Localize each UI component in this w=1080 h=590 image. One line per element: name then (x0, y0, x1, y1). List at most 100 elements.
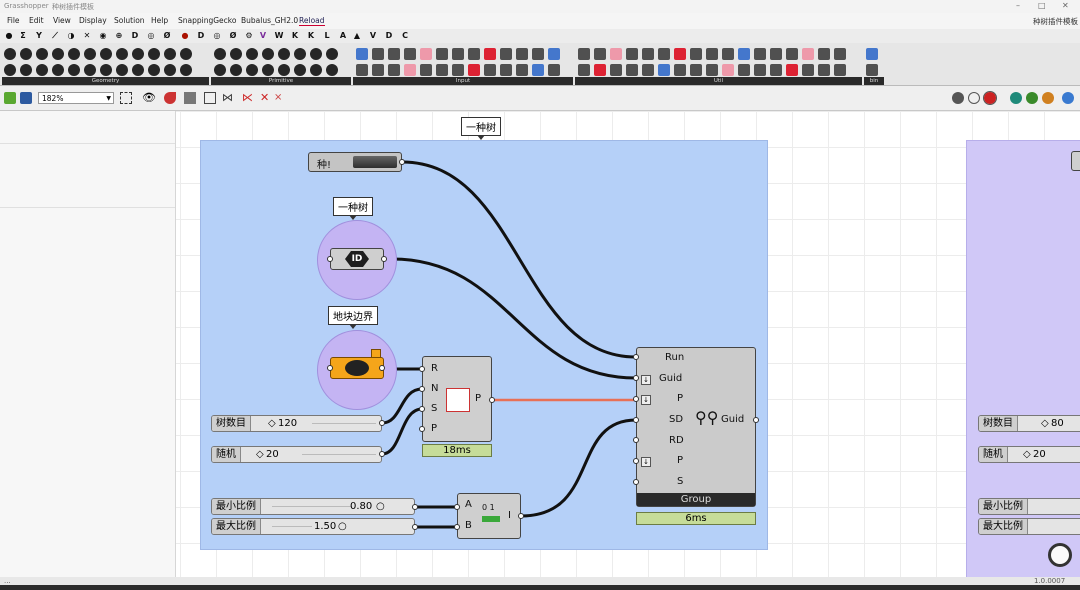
random-value[interactable]: 20 (266, 449, 279, 460)
ribbon-group-util[interactable]: Util (575, 77, 862, 85)
input-p2[interactable]: P (677, 455, 684, 466)
input-sd[interactable]: SD (669, 414, 684, 425)
ribbon-component-icon[interactable] (722, 64, 734, 76)
ribbon-component-icon[interactable] (68, 48, 80, 60)
ribbon-component-icon[interactable] (594, 48, 606, 60)
tab-g[interactable]: ● (181, 31, 189, 40)
ribbon-component-icon[interactable] (578, 64, 590, 76)
ribbon-component-icon[interactable] (388, 64, 400, 76)
seed-button[interactable]: 种! (308, 152, 402, 172)
maximize-button[interactable]: □ (1038, 1, 1046, 10)
close-button[interactable]: ✕ (1062, 1, 1069, 10)
populate-port-output[interactable] (489, 397, 495, 403)
construct-domain-component[interactable]: A B I 0 1 (457, 493, 521, 539)
guid-param-component[interactable]: ID (330, 248, 384, 270)
ribbon-component-icon[interactable] (388, 48, 400, 60)
ribbon-component-icon[interactable] (866, 48, 878, 60)
menu-display[interactable]: Display (79, 16, 107, 25)
canvas-navigation-icon[interactable] (1048, 543, 1072, 567)
ribbon-component-icon[interactable] (532, 48, 544, 60)
slider-grip-icon[interactable]: ◇ (1023, 449, 1031, 460)
ribbon-component-icon[interactable] (4, 48, 16, 60)
ribbon-component-icon[interactable] (770, 64, 782, 76)
tab-d2[interactable]: D (385, 31, 393, 40)
ribbon-component-icon[interactable] (20, 64, 32, 76)
id-output-port[interactable] (381, 256, 387, 262)
ribbon-component-icon[interactable] (36, 64, 48, 76)
max-scale-slider-2[interactable]: 最大比例 (978, 518, 1080, 535)
ribbon-component-icon[interactable] (548, 64, 560, 76)
disable-preview-icon[interactable]: ⋉ (242, 91, 253, 104)
ribbon-component-icon[interactable] (642, 48, 654, 60)
ribbon-component-icon[interactable] (722, 48, 734, 60)
group-port-run[interactable] (633, 354, 639, 360)
tree-count-slider-2[interactable]: 树数目 ◇ 80 (978, 415, 1080, 432)
ribbon-component-icon[interactable] (278, 64, 290, 76)
ribbon-component-icon[interactable] (516, 64, 528, 76)
range-input-a[interactable]: A (465, 499, 472, 510)
zoom-combo[interactable]: 182%▼ (38, 92, 114, 104)
group-port-guid[interactable] (633, 375, 639, 381)
slider-track[interactable] (272, 506, 352, 507)
preview-settings-icon[interactable] (1062, 92, 1074, 104)
menu-solution[interactable]: Solution (114, 16, 145, 25)
ribbon-component-icon[interactable] (246, 48, 258, 60)
group-port-p[interactable] (633, 396, 639, 402)
populate-geometry-component[interactable]: R N S P P (422, 356, 492, 442)
ribbon-component-icon[interactable] (818, 64, 830, 76)
tab-k2[interactable]: K (307, 31, 315, 40)
tree-count-slider[interactable]: 树数目 120 ◇ (211, 415, 382, 432)
ribbon-component-icon[interactable] (594, 64, 606, 76)
slider-grip-icon[interactable]: ○ (338, 521, 347, 532)
input-s[interactable]: S (677, 476, 684, 487)
ribbon-component-icon[interactable] (326, 48, 338, 60)
ribbon-component-icon[interactable] (484, 64, 496, 76)
tab-c[interactable]: C (402, 31, 408, 40)
ribbon-component-icon[interactable] (20, 48, 32, 60)
populate-input-n[interactable]: N (431, 383, 439, 394)
preview-mode-icon[interactable] (952, 92, 964, 104)
ribbon-component-icon[interactable] (642, 64, 654, 76)
tab-maths[interactable]: Σ (20, 31, 26, 40)
menu-snappinggecko[interactable]: SnappingGecko (178, 16, 237, 25)
ribbon-component-icon[interactable] (834, 48, 846, 60)
ribbon-component-icon[interactable] (420, 64, 432, 76)
ribbon-component-icon[interactable] (230, 64, 242, 76)
ribbon-component-icon[interactable] (786, 48, 798, 60)
minimize-button[interactable]: – (1016, 1, 1020, 10)
ribbon-component-icon[interactable] (52, 64, 64, 76)
ribbon-component-icon[interactable] (802, 64, 814, 76)
tab-o[interactable]: Ø (229, 31, 237, 40)
tab-w[interactable]: W (274, 31, 284, 40)
ribbon-component-icon[interactable] (436, 48, 448, 60)
ribbon-component-icon[interactable] (738, 64, 750, 76)
ribbon-component-icon[interactable] (468, 64, 480, 76)
ribbon-component-icon[interactable] (404, 48, 416, 60)
ribbon-component-icon[interactable] (294, 48, 306, 60)
slider-track[interactable] (302, 454, 376, 455)
slider-track[interactable] (312, 423, 376, 424)
min-scale-value[interactable]: 0.80 (350, 501, 373, 512)
random-value-2[interactable]: 20 (1033, 449, 1046, 460)
tab-v2[interactable]: V (369, 31, 377, 40)
ribbon-component-icon[interactable] (262, 48, 274, 60)
tab-p[interactable]: ⚙ (245, 31, 253, 40)
tab-mesh[interactable]: ◉ (99, 31, 107, 40)
max-scale-value[interactable]: 1.50 (314, 521, 337, 532)
tab-k1[interactable]: K (291, 31, 299, 40)
tab-l[interactable]: L (324, 31, 330, 40)
seed-button-partial[interactable] (1071, 151, 1080, 171)
ribbon-component-icon[interactable] (578, 48, 590, 60)
tab-curve[interactable]: ◑ (67, 31, 75, 40)
populate-port-s[interactable] (419, 406, 425, 412)
ribbon-component-icon[interactable] (356, 48, 368, 60)
wireframe-icon[interactable] (968, 92, 980, 104)
ribbon-component-icon[interactable] (754, 48, 766, 60)
ribbon-component-icon[interactable] (548, 48, 560, 60)
ribbon-component-icon[interactable] (100, 64, 112, 76)
group-port-s[interactable] (633, 479, 639, 485)
ribbon-component-icon[interactable] (626, 48, 638, 60)
clear-icon[interactable]: ✕ (260, 91, 270, 104)
range-output-i[interactable]: I (508, 510, 511, 521)
range-port-b[interactable] (454, 524, 460, 530)
